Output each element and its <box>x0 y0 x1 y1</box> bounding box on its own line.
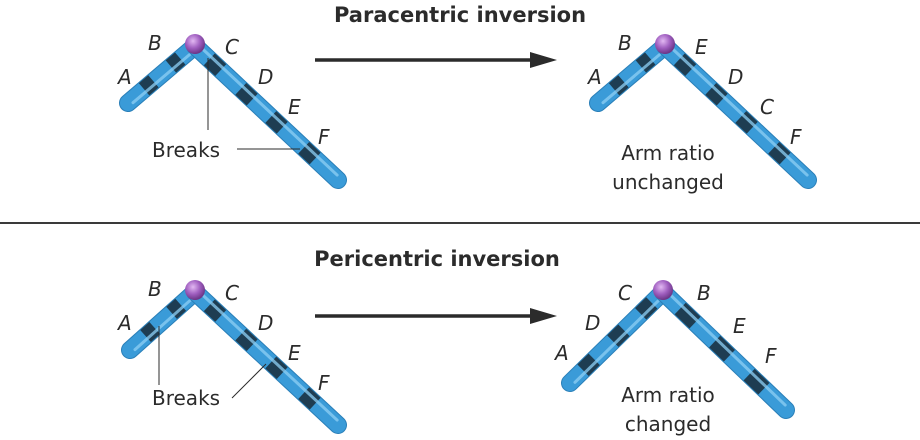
arm-ratio-caption-line2: changed <box>625 412 711 436</box>
chromosome-band <box>165 52 186 73</box>
arm-ratio-caption-line1: Arm ratio <box>621 383 715 407</box>
paracentric-arrow <box>315 52 557 68</box>
chromosome-arm <box>590 38 673 111</box>
chromosome-band <box>635 52 656 73</box>
gene-label-c: C <box>760 95 774 119</box>
chromosome-pericentric-before <box>121 280 347 434</box>
gene-label-f: F <box>318 125 330 149</box>
centromere <box>185 34 205 54</box>
pericentric-arrow <box>315 308 557 324</box>
chromosome-band <box>235 83 258 106</box>
centromere <box>655 34 675 54</box>
breaks-label: Breaks <box>152 386 220 410</box>
pericentric-title: Pericentric inversion <box>314 247 560 271</box>
chromosome-highlight <box>201 47 339 177</box>
gene-label-e: E <box>695 35 708 59</box>
chromosome-band <box>203 53 227 76</box>
arm-ratio-caption-line2: unchanged <box>612 170 724 194</box>
chromosome-band <box>138 75 159 96</box>
arm-ratio-caption-line1: Arm ratio <box>621 141 715 165</box>
gene-label-a: A <box>553 341 569 365</box>
chromosome-band <box>709 335 735 362</box>
chromosome-paracentric-before <box>119 34 347 189</box>
gene-label-a: A <box>116 65 132 89</box>
gene-label-b: B <box>618 31 632 55</box>
chromosome-band <box>298 387 321 410</box>
chromosome-band <box>705 83 728 106</box>
chromosome-band <box>607 324 630 347</box>
break-pointer-line <box>231 363 267 399</box>
centromere <box>653 280 673 300</box>
gene-label-d: D <box>258 311 273 335</box>
breaks-label: Breaks <box>152 138 220 162</box>
paracentric-title: Paracentric inversion <box>334 3 586 27</box>
chromosome-band <box>203 299 227 322</box>
chromosome-band <box>140 321 161 343</box>
gene-label-d: D <box>585 311 600 335</box>
chromosome-band <box>298 142 321 165</box>
chromosome-band <box>743 368 770 395</box>
chromosome-band <box>577 353 600 376</box>
chromosome-highlight <box>201 293 339 422</box>
chromosome-highlight <box>671 47 809 177</box>
chromosome-band <box>768 142 791 165</box>
chromosome-band <box>674 302 701 329</box>
chromosome-band <box>635 297 658 320</box>
chromosome-band <box>735 111 758 134</box>
gene-label-a: A <box>586 65 602 89</box>
chromosome-highlight <box>133 298 193 352</box>
chromosome-arm <box>120 38 203 111</box>
gene-label-b: B <box>148 277 162 301</box>
chromosome-highlight <box>669 293 787 407</box>
gene-label-f: F <box>318 371 330 395</box>
gene-label-e: E <box>288 341 301 365</box>
chromosome-highlight <box>131 51 193 105</box>
gene-label-c: C <box>225 281 239 305</box>
gene-label-c: C <box>618 281 632 305</box>
gene-label-e: E <box>733 314 746 338</box>
gene-label-f: F <box>765 344 777 368</box>
gene-label-f: F <box>790 125 802 149</box>
gene-label-a: A <box>116 311 132 335</box>
chromosome-highlight <box>573 298 661 384</box>
chromosome-band <box>166 298 187 319</box>
chromosome-band <box>265 356 288 379</box>
chromosome-highlight <box>601 51 663 105</box>
chromosome-band <box>235 328 258 352</box>
chromosome-band <box>608 75 629 96</box>
chromosome-band <box>673 53 697 76</box>
gene-label-d: D <box>728 65 743 89</box>
chromosome-arm <box>122 284 203 358</box>
centromere <box>185 280 205 300</box>
chromosome-band <box>265 111 288 134</box>
gene-label-b: B <box>697 281 711 305</box>
chromosome-paracentric-after <box>589 34 817 189</box>
chromosome-pericentric-after <box>561 280 795 419</box>
gene-label-d: D <box>258 65 273 89</box>
gene-label-e: E <box>288 95 301 119</box>
gene-label-c: C <box>225 35 239 59</box>
gene-label-b: B <box>148 31 162 55</box>
